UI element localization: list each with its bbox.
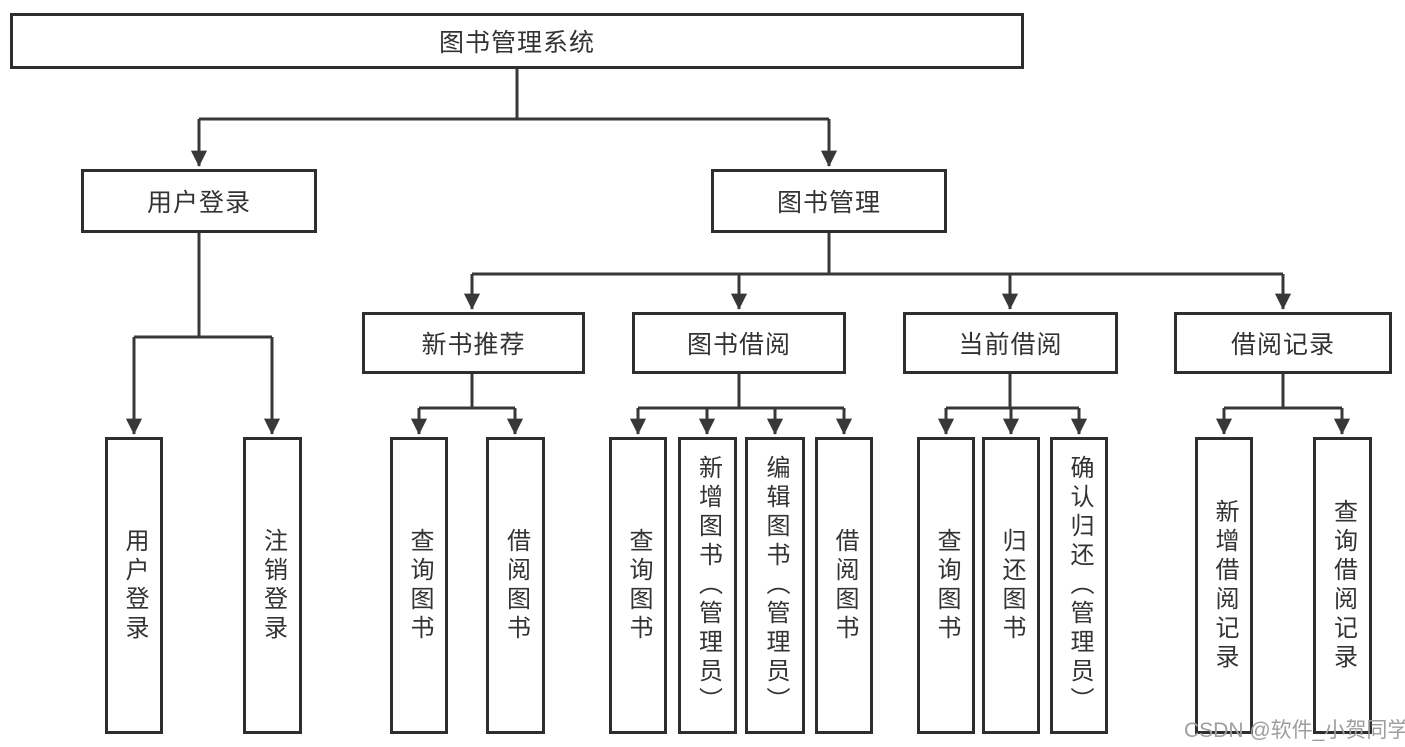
- leaf-query-borrow-record-label: 查询借阅记录: [1329, 498, 1357, 673]
- node-library-system: 图书管理系统: [10, 13, 1024, 69]
- node-user-login-label: 用户登录: [146, 189, 251, 217]
- leaf-query-books-1-label: 查询图书: [406, 527, 433, 644]
- node-borrow-records: 借阅记录: [1174, 312, 1392, 374]
- leaf-confirm-return-admin-label: 确认归还（管理员）: [1066, 455, 1093, 716]
- node-user-login: 用户登录: [81, 169, 317, 233]
- leaf-confirm-return-admin: 确认归还（管理员）: [1050, 437, 1108, 734]
- leaf-add-books-admin: 新增图书（管理员）: [678, 437, 737, 734]
- leaf-logout-label: 注销登录: [259, 527, 287, 644]
- leaf-query-books-3-label: 查询图书: [933, 527, 960, 644]
- leaf-add-borrow-record-label: 新增借阅记录: [1211, 498, 1238, 673]
- node-borrow-records-label: 借阅记录: [1230, 331, 1335, 359]
- node-new-book-recommend-label: 新书推荐: [421, 331, 526, 359]
- leaf-borrow-books-2-label: 借阅图书: [831, 527, 858, 644]
- node-book-borrow-label: 图书借阅: [686, 331, 791, 359]
- leaf-query-books-2-label: 查询图书: [625, 527, 652, 644]
- leaf-return-books-label: 归还图书: [998, 527, 1025, 644]
- leaf-user-login-label: 用户登录: [121, 527, 148, 644]
- leaf-edit-books-admin: 编辑图书（管理员）: [745, 437, 805, 734]
- node-new-book-recommend: 新书推荐: [362, 312, 585, 374]
- leaf-return-books: 归还图书: [982, 437, 1040, 734]
- leaf-edit-books-admin-label: 编辑图书（管理员）: [762, 455, 789, 716]
- leaf-query-books-3: 查询图书: [917, 437, 975, 734]
- leaf-borrow-books-1: 借阅图书: [486, 437, 545, 734]
- watermark: CSDN @软件_小贺同学: [1184, 719, 1405, 742]
- leaf-logout: 注销登录: [243, 437, 302, 734]
- leaf-user-login: 用户登录: [105, 437, 163, 734]
- node-book-management: 图书管理: [711, 169, 947, 233]
- node-library-system-label: 图书管理系统: [438, 29, 595, 57]
- leaf-add-borrow-record: 新增借阅记录: [1195, 437, 1253, 734]
- leaf-query-books-1: 查询图书: [390, 437, 448, 734]
- node-book-borrow: 图书借阅: [632, 312, 846, 374]
- leaf-query-books-2: 查询图书: [609, 437, 667, 734]
- leaf-query-borrow-record: 查询借阅记录: [1313, 437, 1372, 734]
- leaf-add-books-admin-label: 新增图书（管理员）: [694, 455, 722, 716]
- node-current-borrow-label: 当前借阅: [958, 331, 1063, 359]
- leaf-borrow-books-2: 借阅图书: [815, 437, 873, 734]
- leaf-borrow-books-1-label: 借阅图书: [502, 527, 530, 644]
- node-current-borrow: 当前借阅: [903, 312, 1118, 374]
- node-book-management-label: 图书管理: [776, 189, 881, 217]
